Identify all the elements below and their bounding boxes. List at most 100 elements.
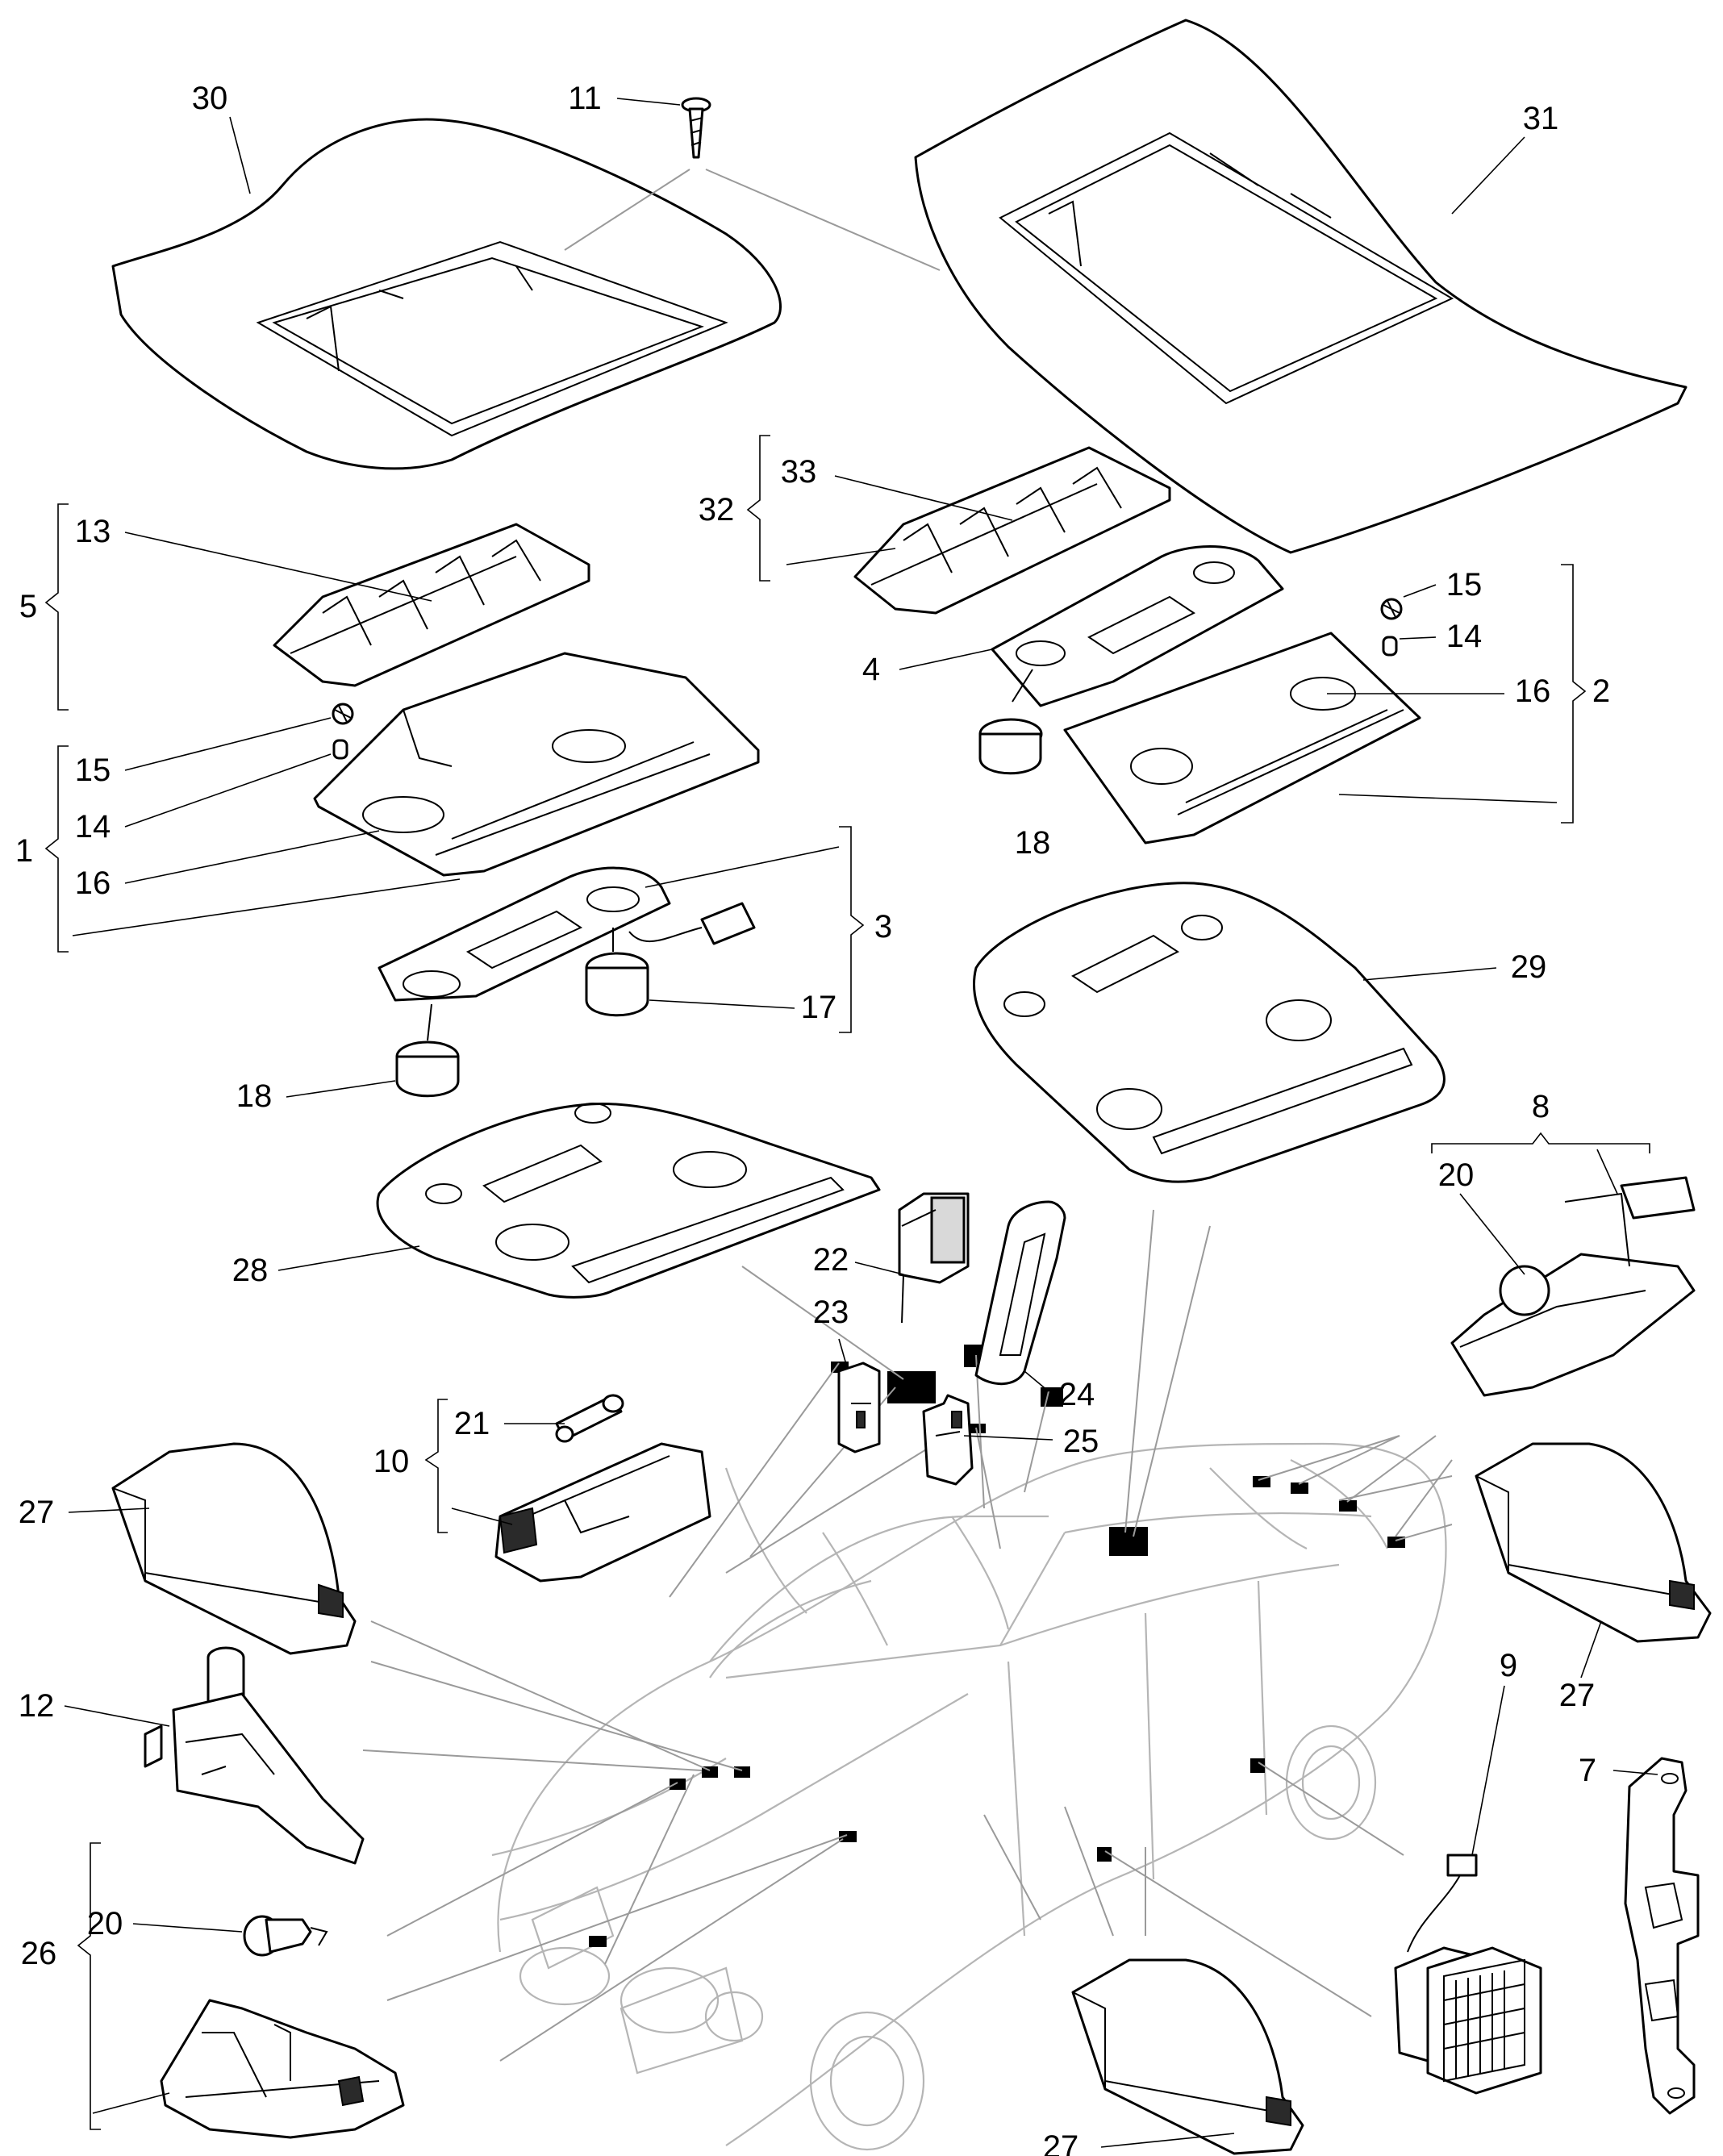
label-14-left: 14: [75, 809, 111, 844]
label-32: 32: [699, 492, 735, 528]
label-28: 28: [232, 1253, 269, 1288]
label-7: 7: [1579, 1753, 1596, 1788]
part-18-bulb-left: [395, 1003, 460, 1098]
part-26-lamp-housing: [160, 1999, 405, 2139]
brace-26: [77, 1842, 101, 2130]
label-20-bottom: 20: [87, 1906, 123, 1941]
part-25-bracket: [922, 1394, 974, 1486]
label-14-right: 14: [1446, 619, 1483, 654]
leader-27a: [68, 1508, 150, 1513]
part-22-switch: [898, 1192, 970, 1324]
part-15-clip-left: [332, 703, 354, 725]
leader-8: [1596, 1149, 1618, 1195]
leader-17: [649, 999, 795, 1009]
label-10: 10: [373, 1444, 410, 1479]
part-7-bracket-strip: [1624, 1757, 1700, 2115]
label-2: 2: [1592, 673, 1610, 709]
leader-1: [72, 878, 461, 936]
leader-28: [277, 1245, 420, 1271]
brace-3: [839, 826, 865, 1033]
leader-16a: [124, 830, 380, 884]
leader-26: [92, 2092, 170, 2114]
leader-11: [616, 98, 681, 106]
part-2-overhead-housing-rear: [1063, 632, 1421, 844]
label-11: 11: [568, 81, 602, 116]
label-29: 29: [1511, 949, 1547, 985]
grey-leaders: [362, 1209, 1453, 2062]
part-27-lamp-right: [1475, 1442, 1712, 1643]
leader-25: [963, 1435, 1053, 1441]
label-8: 8: [1532, 1089, 1550, 1124]
leader-27c: [1100, 2133, 1235, 2148]
part-4-lamp-lens: [991, 545, 1284, 707]
callout-labels: 30 11 31 33 32 13 5 15 14 4 16 2 15 14 1…: [15, 81, 1610, 2156]
label-27-bottom: 27: [1043, 2129, 1079, 2156]
label-4: 4: [862, 652, 880, 687]
label-13: 13: [75, 514, 111, 549]
leader-27b: [1580, 1620, 1602, 1679]
part-11-screw: [681, 97, 711, 159]
leader-33: [834, 475, 1013, 521]
part-23-connector: [837, 1362, 881, 1453]
part-3-lamp-lens-front: [378, 866, 756, 1002]
part-29-trim-panel-rear: [972, 882, 1446, 1183]
label-18-right: 18: [1015, 825, 1051, 861]
part-20-bulb-bottom: [243, 1915, 328, 1957]
leader-30: [229, 116, 251, 194]
speaker-grille: [1443, 1958, 1525, 2083]
label-12: 12: [19, 1688, 55, 1724]
leader-10: [451, 1508, 513, 1525]
label-3: 3: [874, 909, 892, 945]
brace-5: [44, 503, 69, 711]
label-22: 22: [813, 1242, 849, 1278]
label-27-left: 27: [19, 1495, 55, 1530]
leader-11-b: [705, 169, 941, 271]
label-27-right: 27: [1559, 1678, 1596, 1713]
leader-7: [1612, 1770, 1658, 1775]
leader-4: [899, 648, 993, 670]
label-16-left: 16: [75, 865, 111, 901]
leader-31: [1451, 136, 1525, 215]
leader-9: [1471, 1685, 1505, 1856]
label-23: 23: [813, 1295, 849, 1330]
label-17: 17: [801, 990, 837, 1025]
label-5: 5: [19, 589, 37, 624]
leader-32: [786, 548, 896, 565]
label-16-right: 16: [1515, 673, 1551, 709]
part-27-lamp-left: [111, 1442, 357, 1655]
part-33-overhead-bracket: [853, 446, 1171, 615]
car-outline: [491, 1442, 1447, 2151]
part-18-bulb-right: [978, 669, 1043, 775]
part-21-bulb: [555, 1394, 624, 1443]
part-12-door-switch: [144, 1646, 365, 1865]
part-1-overhead-housing: [313, 652, 760, 877]
brace-8: [1431, 1132, 1650, 1153]
part-9-speaker-lamp: [1394, 1854, 1542, 2095]
part-8-lamp-unit: [1450, 1176, 1696, 1397]
part-27-lamp-bottom: [1071, 1958, 1304, 2155]
brace-10: [424, 1399, 448, 1533]
leader-22: [854, 1261, 904, 1275]
leader-20a: [1459, 1193, 1525, 1275]
part-28-trim-panel-front: [376, 1102, 881, 1299]
leader-15b: [1403, 584, 1437, 598]
label-9: 9: [1500, 1648, 1517, 1683]
label-18-left: 18: [236, 1078, 273, 1114]
part-14-pin-left: [332, 739, 348, 760]
leader-2: [1338, 794, 1558, 803]
leader-14b: [1399, 636, 1437, 640]
part-31-headliner-console-rear: [914, 19, 1688, 554]
label-25: 25: [1063, 1424, 1099, 1459]
label-15-right: 15: [1446, 567, 1483, 603]
leader-14a: [124, 753, 332, 828]
label-15-left: 15: [75, 753, 111, 788]
leader-24: [1024, 1370, 1049, 1392]
label-30: 30: [192, 81, 228, 116]
leader-3: [645, 846, 840, 888]
part-17-bulb-holder: [585, 928, 649, 1017]
leader-11-a: [564, 169, 690, 251]
part-14-pin-right: [1382, 636, 1398, 657]
label-1: 1: [15, 833, 33, 869]
label-24: 24: [1059, 1377, 1095, 1412]
